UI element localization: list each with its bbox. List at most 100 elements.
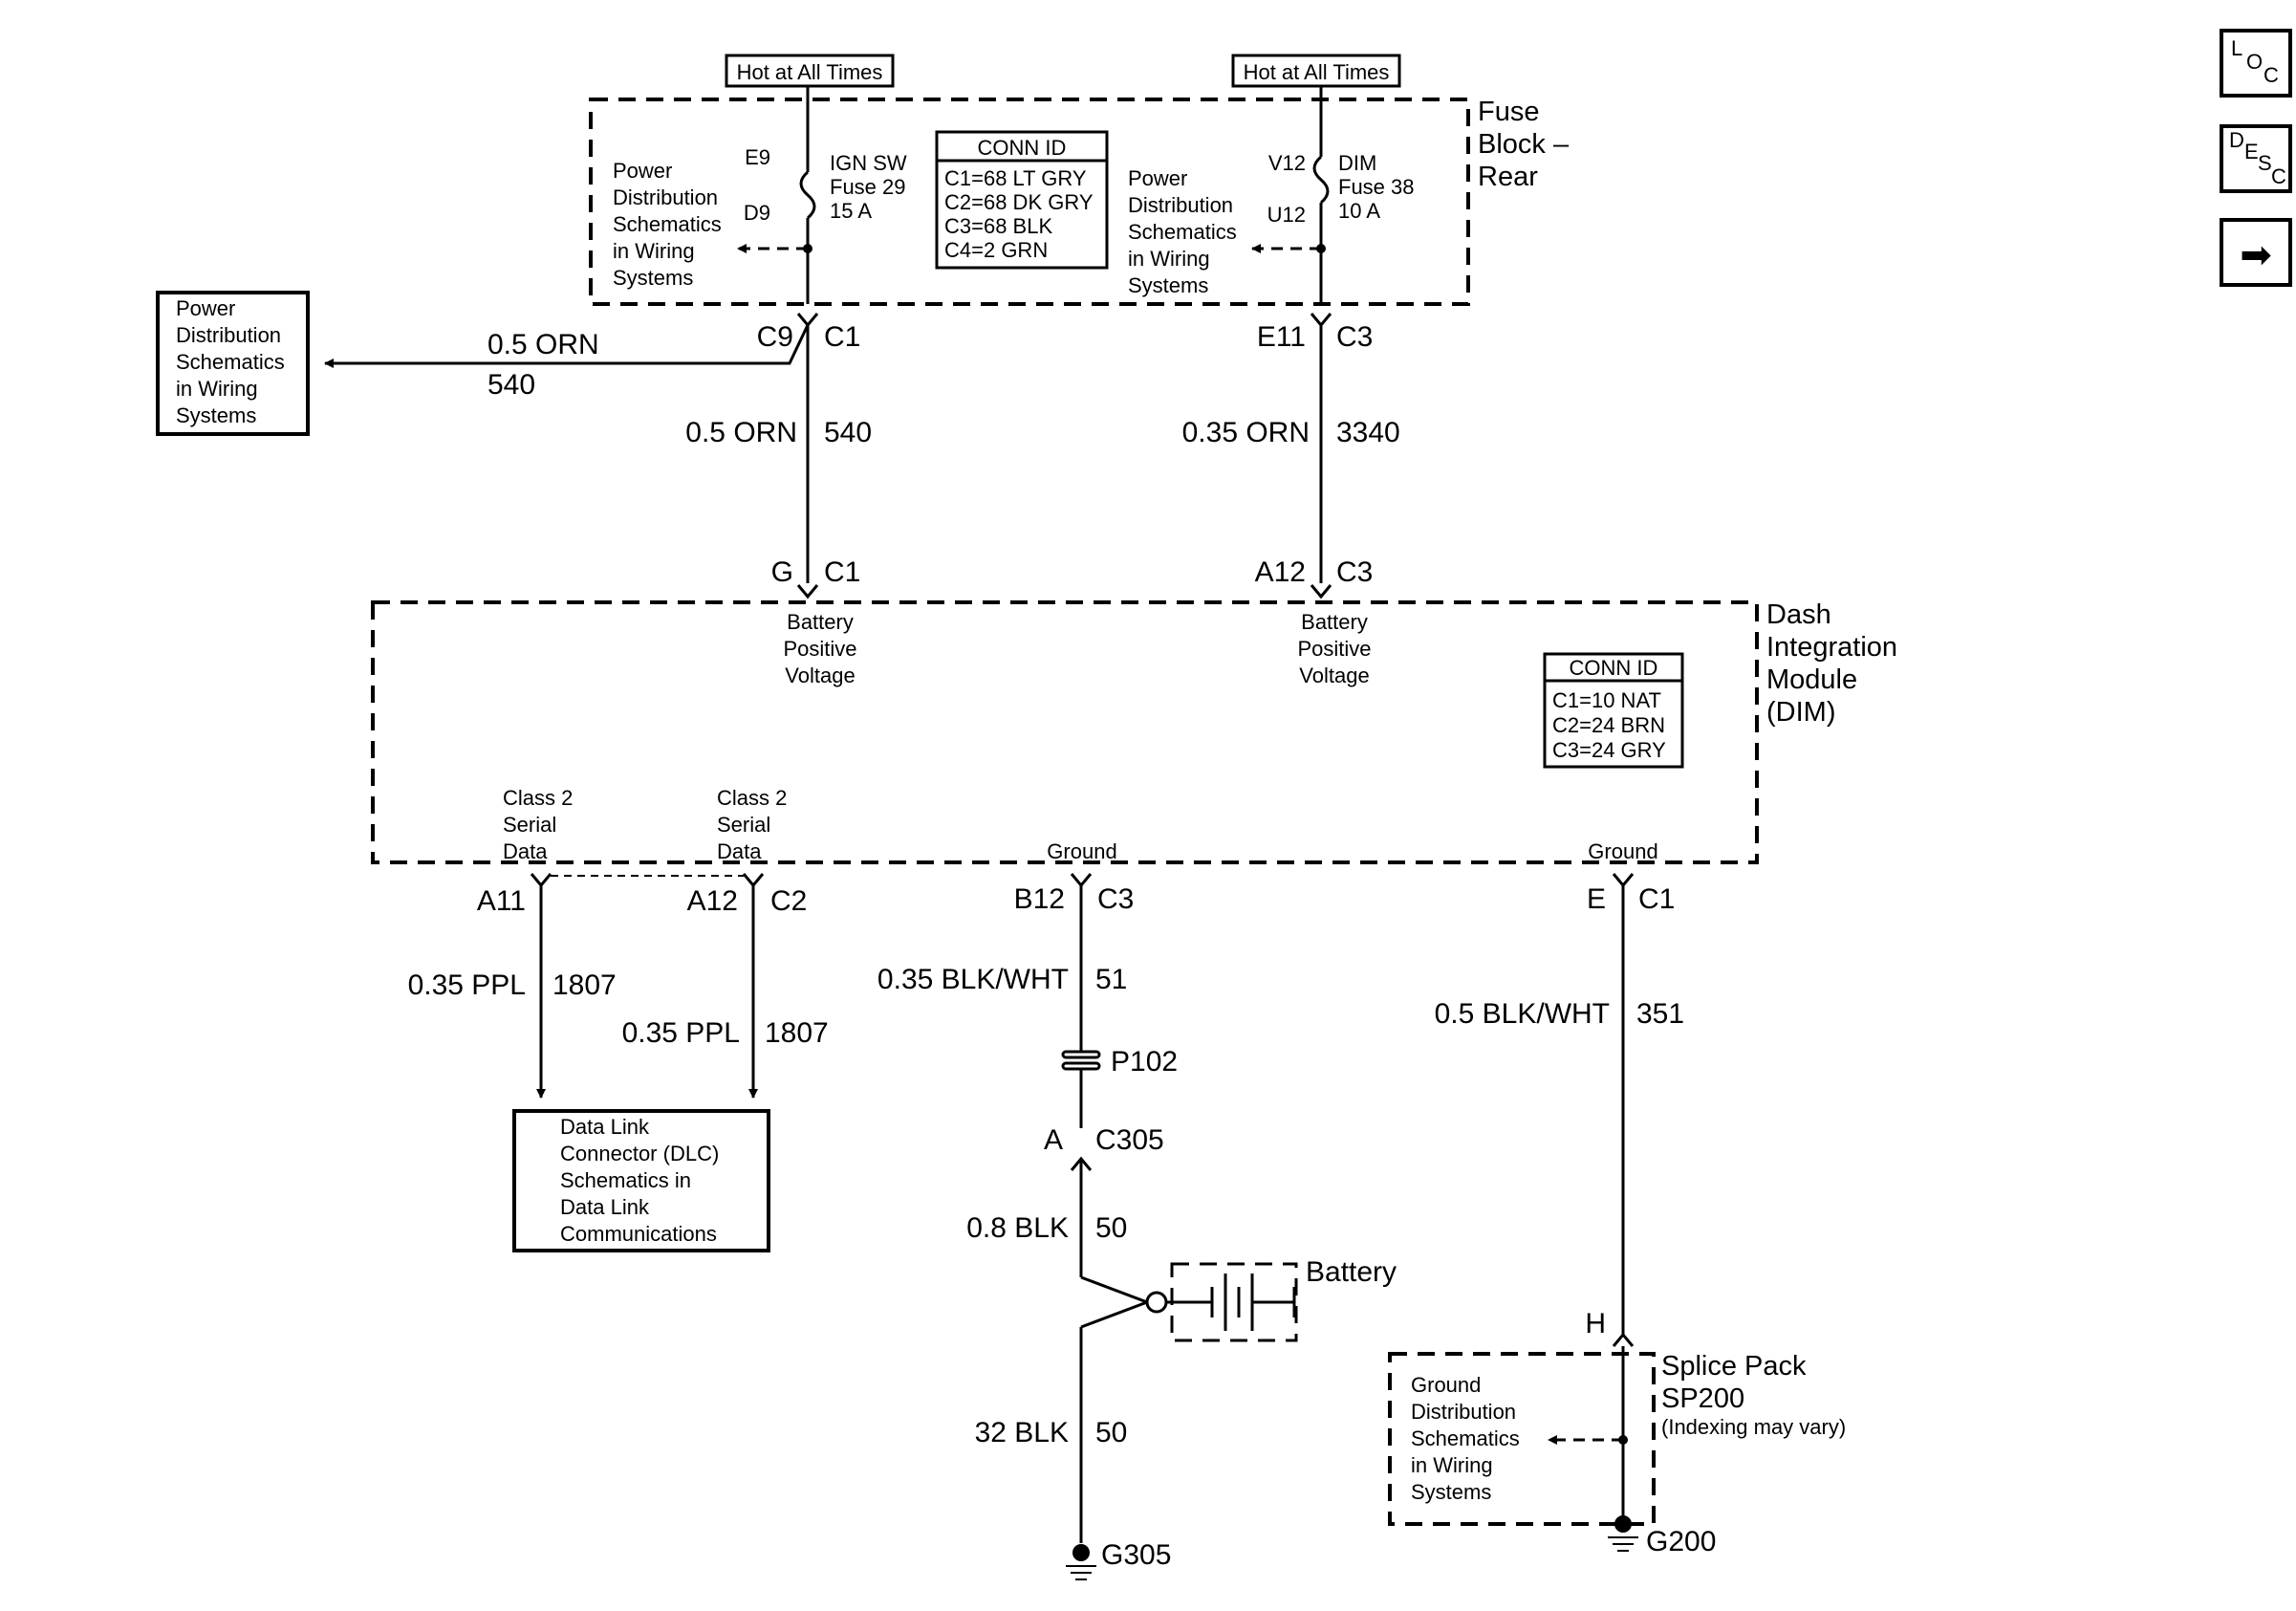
connector-c1-fuse	[796, 313, 819, 328]
svg-text:IGN SW: IGN SW	[830, 151, 907, 175]
p102-connector	[1061, 1050, 1101, 1071]
fuse38-label: DIM Fuse 38 10 A	[1338, 151, 1415, 223]
battery-label: Battery	[1306, 1256, 1397, 1288]
conn-c1-dim-out: C1	[1638, 883, 1675, 915]
svg-text:C2=68 DK GRY: C2=68 DK GRY	[944, 190, 1094, 214]
svg-text:Battery: Battery	[787, 610, 854, 634]
pin-g: G	[771, 556, 793, 588]
wire-540-num: 540	[824, 417, 872, 448]
fuse29-label: IGN SW Fuse 29 15 A	[830, 151, 907, 223]
svg-text:Positive: Positive	[1297, 637, 1371, 661]
svg-text:Class 2: Class 2	[503, 786, 573, 810]
dim-class2-label-left: Class 2 Serial Data	[503, 786, 573, 863]
conn-c3-dim-out: C3	[1097, 883, 1134, 915]
svg-text:Serial: Serial	[503, 813, 556, 837]
fuse-block-outline	[589, 98, 1470, 306]
power-dist-ref-left[interactable]: Power Distribution Schematics in Wiring …	[613, 159, 722, 290]
pin-a: A	[1044, 1124, 1063, 1156]
svg-text:Battery: Battery	[1301, 610, 1368, 634]
desc-button[interactable]: D E S C	[2220, 124, 2292, 193]
battery-terminal-wires	[1080, 1275, 1152, 1329]
svg-text:DIM: DIM	[1338, 151, 1376, 175]
svg-text:Splice Pack: Splice Pack	[1661, 1351, 1807, 1382]
conn-dim-c3: C3	[1336, 556, 1373, 588]
pin-a12-dim: A12	[1255, 556, 1306, 588]
wire-51-color: 0.35 BLK/WHT	[877, 964, 1069, 995]
conn-c2: C2	[770, 885, 807, 917]
ground-icon-g200	[1608, 1515, 1638, 1552]
pin-b12: B12	[1014, 883, 1065, 915]
pin-e: E	[1587, 883, 1606, 915]
svg-text:Schematics: Schematics	[1128, 220, 1237, 244]
svg-text:Data Link: Data Link	[560, 1195, 650, 1219]
dim-title: Dash Integration Module (DIM)	[1766, 599, 1897, 728]
pin-u12: U12	[1267, 203, 1306, 227]
ground-icon-g305	[1066, 1544, 1096, 1580]
wire-3340-num: 3340	[1336, 417, 1400, 448]
conn-dim-c1: C1	[824, 556, 860, 588]
wire-351-color: 0.5 BLK/WHT	[1435, 998, 1610, 1030]
fuse29-symbol	[799, 170, 816, 220]
svg-text:Fuse: Fuse	[1478, 97, 1539, 127]
p102-label: P102	[1111, 1046, 1178, 1078]
wire-540-branch-num: 540	[487, 369, 535, 401]
svg-text:Distribution: Distribution	[613, 185, 718, 209]
wire-50-lower-color: 32 BLK	[975, 1417, 1069, 1448]
svg-text:in Wiring: in Wiring	[613, 239, 695, 263]
svg-text:Hot at All Times: Hot at All Times	[737, 60, 883, 84]
svg-text:Hot at All Times: Hot at All Times	[1244, 60, 1390, 84]
pin-e9: E9	[745, 145, 770, 169]
svg-text:Fuse 38: Fuse 38	[1338, 175, 1415, 199]
wire-1807-b-num: 1807	[765, 1017, 829, 1049]
wire-51-num: 51	[1095, 964, 1127, 995]
svg-text:Integration: Integration	[1766, 632, 1897, 663]
svg-text:in Wiring: in Wiring	[1411, 1453, 1493, 1477]
dlc-box[interactable]: Data Link Connector (DLC) Schematics in …	[512, 1109, 770, 1252]
connector-dim-c3-in	[1310, 584, 1332, 599]
svg-text:Data: Data	[717, 839, 762, 863]
svg-text:Communications: Communications	[560, 1222, 717, 1246]
svg-text:Power: Power	[613, 159, 672, 183]
dim-class2-label-right: Class 2 Serial Data	[717, 786, 787, 863]
pin-e11: E11	[1257, 321, 1306, 353]
splice-pack-outline	[1388, 1352, 1656, 1526]
wire-1807-a-num: 1807	[552, 969, 617, 1001]
pin-h: H	[1585, 1308, 1606, 1339]
wire-351-num: 351	[1636, 998, 1684, 1030]
connector-c3-fuse	[1310, 313, 1332, 328]
ground-dist-ref[interactable]: Ground Distribution Schematics in Wiring…	[1411, 1373, 1520, 1504]
wire-50-upper-color: 0.8 BLK	[966, 1212, 1069, 1244]
dim-outline	[371, 600, 1759, 864]
pin-d9: D9	[744, 201, 770, 225]
dim-batt-label-left: Battery Positive Voltage	[783, 610, 856, 687]
svg-text:C: C	[2264, 63, 2279, 87]
battery-icon	[1166, 1274, 1296, 1331]
conn-c3-fuse: C3	[1336, 321, 1373, 353]
svg-text:Systems: Systems	[1411, 1480, 1491, 1504]
svg-text:Distribution: Distribution	[1411, 1400, 1516, 1424]
wire-50-lower-num: 50	[1095, 1417, 1127, 1448]
hot-label-left: Hot at All Times	[725, 54, 895, 88]
svg-text:Positive: Positive	[783, 637, 856, 661]
g305-label: G305	[1101, 1539, 1171, 1571]
svg-text:Distribution: Distribution	[1128, 193, 1233, 217]
loc-button[interactable]: L O C	[2220, 29, 2292, 98]
wire-1807-b-color: 0.35 PPL	[622, 1017, 740, 1049]
connector-b12	[1070, 873, 1093, 888]
svg-text:C3=68 BLK: C3=68 BLK	[944, 214, 1052, 238]
battery-terminal	[1145, 1291, 1168, 1314]
svg-text:D: D	[2229, 128, 2244, 152]
svg-text:Data: Data	[503, 839, 548, 863]
next-button[interactable]: ➡	[2220, 218, 2292, 287]
power-dist-box[interactable]: Power Distribution Schematics in Wiring …	[156, 291, 310, 436]
svg-text:S: S	[2258, 151, 2272, 175]
power-dist-ref-right[interactable]: Power Distribution Schematics in Wiring …	[1128, 166, 1237, 297]
svg-text:Schematics: Schematics	[1411, 1426, 1520, 1450]
svg-text:Schematics: Schematics	[176, 350, 285, 374]
svg-text:Fuse 29: Fuse 29	[830, 175, 906, 199]
fuse-block-conn-id: CONN ID C1=68 LT GRY C2=68 DK GRY C3=68 …	[935, 130, 1109, 270]
svg-text:C1=10 NAT: C1=10 NAT	[1552, 688, 1661, 712]
svg-text:(Indexing may vary): (Indexing may vary)	[1661, 1415, 1846, 1439]
connector-a12-c2	[742, 873, 765, 888]
svg-text:CONN ID: CONN ID	[1570, 656, 1658, 680]
